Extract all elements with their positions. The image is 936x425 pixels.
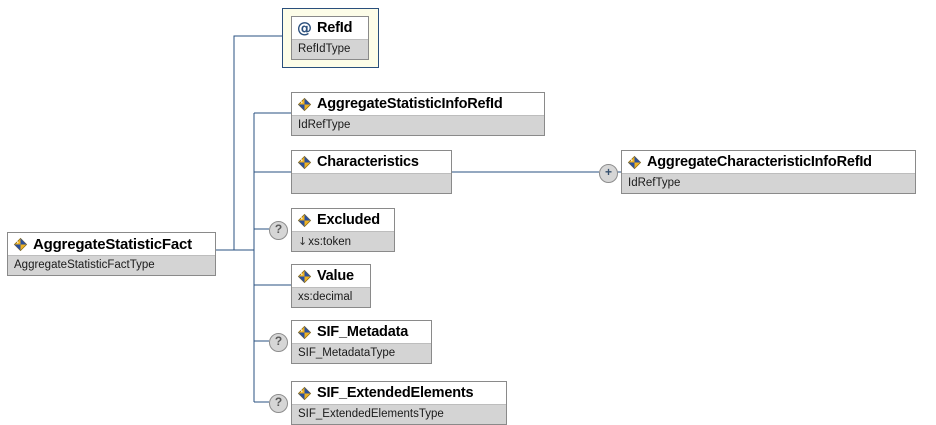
optional-marker-sif-extended-elements[interactable]: ?	[269, 394, 288, 413]
node-type: xs:decimal	[292, 288, 370, 307]
node-label: Value	[317, 268, 354, 284]
node-refid[interactable]: @ RefId RefIdType	[291, 16, 369, 60]
node-title: AggregateStatisticFact	[8, 233, 215, 256]
element-icon	[297, 269, 312, 284]
node-title: AggregateStatisticInfoRefId	[292, 93, 544, 116]
node-type: ↓xs:token	[292, 232, 394, 251]
node-title: AggregateCharacteristicInfoRefId	[622, 151, 915, 174]
node-sif-extended-elements[interactable]: SIF_ExtendedElements SIF_ExtendedElement…	[291, 381, 507, 425]
node-sif-metadata[interactable]: SIF_Metadata SIF_MetadataType	[291, 320, 432, 364]
node-characteristics[interactable]: Characteristics	[291, 150, 452, 194]
node-type: RefIdType	[292, 40, 368, 59]
node-aggregate-characteristic-info-refid[interactable]: AggregateCharacteristicInfoRefId IdRefTy…	[621, 150, 916, 194]
node-label: AggregateStatisticInfoRefId	[317, 96, 503, 112]
element-icon	[297, 213, 312, 228]
node-label: Excluded	[317, 212, 380, 228]
node-type-text: xs:token	[308, 236, 352, 248]
element-icon	[13, 237, 28, 252]
element-icon	[297, 97, 312, 112]
attribute-at-icon: @	[297, 18, 312, 37]
node-label: SIF_Metadata	[317, 324, 409, 340]
node-label: SIF_ExtendedElements	[317, 385, 474, 401]
node-label: Characteristics	[317, 154, 419, 170]
optional-marker-excluded[interactable]: ?	[269, 221, 288, 240]
node-title: Excluded	[292, 209, 394, 232]
optional-marker-sif-metadata[interactable]: ?	[269, 333, 288, 352]
derivation-arrow-icon: ↓	[298, 235, 308, 248]
node-excluded[interactable]: Excluded ↓xs:token	[291, 208, 395, 252]
node-label: RefId	[317, 20, 353, 36]
node-title: @ RefId	[292, 17, 368, 40]
node-type	[292, 174, 451, 193]
node-title: Characteristics	[292, 151, 451, 174]
element-icon	[297, 155, 312, 170]
element-icon	[297, 386, 312, 401]
node-label: AggregateCharacteristicInfoRefId	[647, 154, 872, 170]
node-title: SIF_ExtendedElements	[292, 382, 506, 405]
node-value[interactable]: Value xs:decimal	[291, 264, 371, 308]
node-type: AggregateStatisticFactType	[8, 256, 215, 275]
node-type: IdRefType	[292, 116, 544, 135]
node-aggregate-statistic-fact[interactable]: AggregateStatisticFact AggregateStatisti…	[7, 232, 216, 276]
node-label: AggregateStatisticFact	[33, 235, 192, 253]
node-type: SIF_MetadataType	[292, 344, 431, 363]
node-type: SIF_ExtendedElementsType	[292, 405, 506, 424]
element-icon	[627, 155, 642, 170]
node-aggregate-statistic-info-refid[interactable]: AggregateStatisticInfoRefId IdRefType	[291, 92, 545, 136]
node-title: Value	[292, 265, 370, 288]
element-icon	[297, 325, 312, 340]
node-type: IdRefType	[622, 174, 915, 193]
node-title: SIF_Metadata	[292, 321, 431, 344]
expand-plus-marker[interactable]: +	[599, 164, 618, 183]
